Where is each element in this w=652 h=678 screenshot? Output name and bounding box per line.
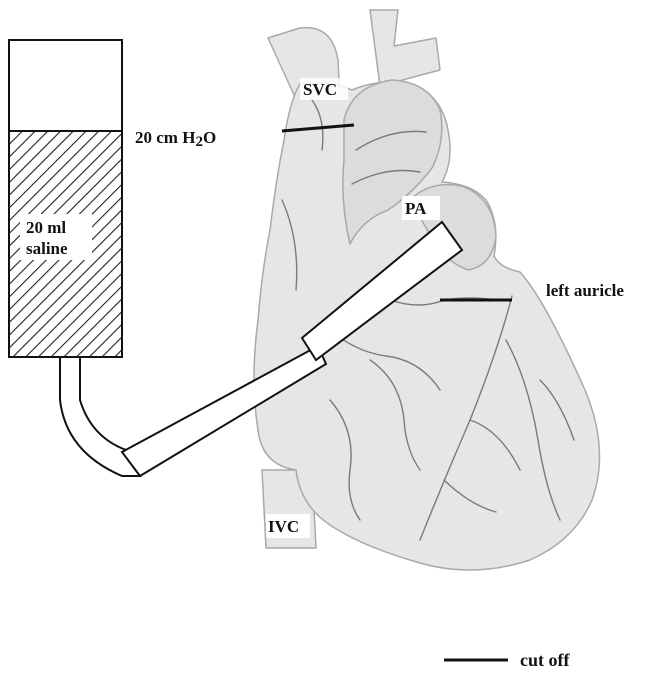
label-pressure-subscript: 2 <box>195 134 203 150</box>
label-left-auricle: left auricle <box>546 281 624 300</box>
reservoir-label-volume: 20 ml <box>26 218 66 237</box>
label-ivc: IVC <box>268 517 299 536</box>
superior-vessel-right <box>370 10 440 86</box>
label-svc: SVC <box>303 80 337 99</box>
label-pressure-main: 20 cm H <box>135 128 195 147</box>
saline-reservoir: 20 ml saline <box>9 40 122 357</box>
label-pressure-end: O <box>203 128 216 147</box>
label-pressure: 20 cm H2O <box>135 128 216 150</box>
legend: cut off <box>444 650 570 670</box>
legend-cut-off-label: cut off <box>520 650 570 670</box>
reservoir-label-saline: saline <box>26 239 68 258</box>
label-pa: PA <box>405 199 427 218</box>
